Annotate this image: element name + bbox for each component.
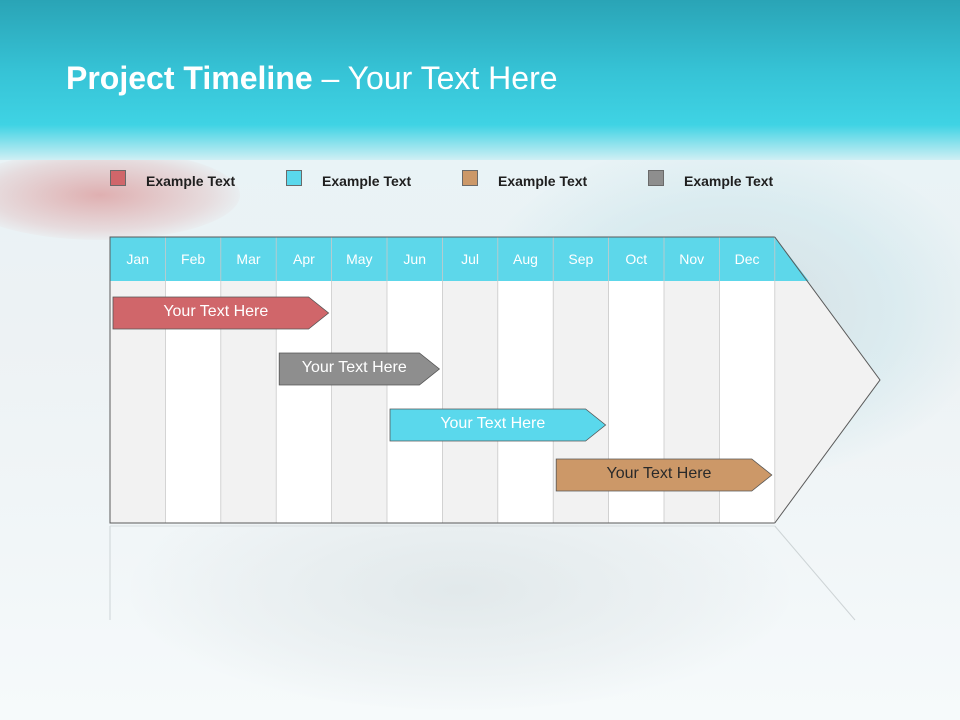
month-header-cell bbox=[165, 237, 221, 281]
legend-swatch bbox=[462, 170, 478, 186]
month-header-cell bbox=[719, 237, 775, 281]
task-bar bbox=[555, 458, 773, 492]
month-header-cell bbox=[387, 237, 443, 281]
month-column bbox=[387, 281, 443, 523]
month-label: Jul bbox=[461, 251, 480, 267]
title-main: Project Timeline bbox=[66, 60, 313, 96]
month-label: Jun bbox=[403, 251, 426, 267]
month-column bbox=[497, 281, 554, 523]
month-label: Nov bbox=[679, 251, 705, 267]
arrow-head-fill bbox=[774, 237, 880, 523]
month-label: Apr bbox=[292, 251, 315, 267]
task-bars bbox=[112, 296, 773, 492]
task-bar-label: Your Text Here bbox=[606, 465, 712, 482]
header-band bbox=[0, 0, 960, 160]
month-label: Aug bbox=[513, 251, 538, 267]
legend-label: Example Text bbox=[146, 173, 236, 189]
legend-label: Example Text bbox=[684, 173, 774, 189]
month-label: Sep bbox=[568, 251, 594, 267]
month-label: Mar bbox=[236, 251, 261, 267]
month-header-cell bbox=[497, 237, 554, 281]
month-header-cell bbox=[608, 237, 664, 281]
month-header-cell bbox=[110, 237, 166, 281]
reflection-line bbox=[774, 525, 856, 621]
arrow-outline bbox=[774, 236, 881, 524]
timeline-frame bbox=[109, 236, 775, 524]
month-header-cell bbox=[442, 237, 498, 281]
month-header-cell bbox=[553, 237, 609, 281]
legend-label: Example Text bbox=[498, 173, 588, 189]
task-bar-label: Your Text Here bbox=[440, 415, 546, 432]
task-bar bbox=[389, 408, 607, 442]
month-label: Jan bbox=[126, 251, 149, 267]
month-label: Oct bbox=[625, 251, 648, 267]
title-subtitle: – Your Text Here bbox=[312, 60, 558, 96]
slide-title: Project Timeline – Your Text Here bbox=[66, 60, 558, 97]
month-column bbox=[331, 281, 387, 523]
task-bar bbox=[112, 296, 330, 330]
task-bar bbox=[278, 352, 441, 386]
legend-swatch bbox=[110, 170, 126, 186]
legend-label: Example Text bbox=[322, 173, 412, 189]
month-header-cell bbox=[276, 237, 332, 281]
legend-swatch bbox=[286, 170, 302, 186]
month-label: May bbox=[346, 251, 373, 267]
task-bar-label: Your Text Here bbox=[301, 359, 407, 376]
timeline-reflection bbox=[109, 525, 856, 621]
month-header-cell bbox=[220, 237, 277, 281]
month-column bbox=[442, 281, 498, 523]
legend-swatch bbox=[648, 170, 664, 186]
background-decoration bbox=[0, 150, 240, 240]
month-header-cell bbox=[331, 237, 387, 281]
task-bar-label: Your Text Here bbox=[163, 303, 269, 320]
month-label: Feb bbox=[181, 251, 206, 267]
month-header-cell bbox=[664, 237, 720, 281]
month-label: Dec bbox=[734, 251, 760, 267]
